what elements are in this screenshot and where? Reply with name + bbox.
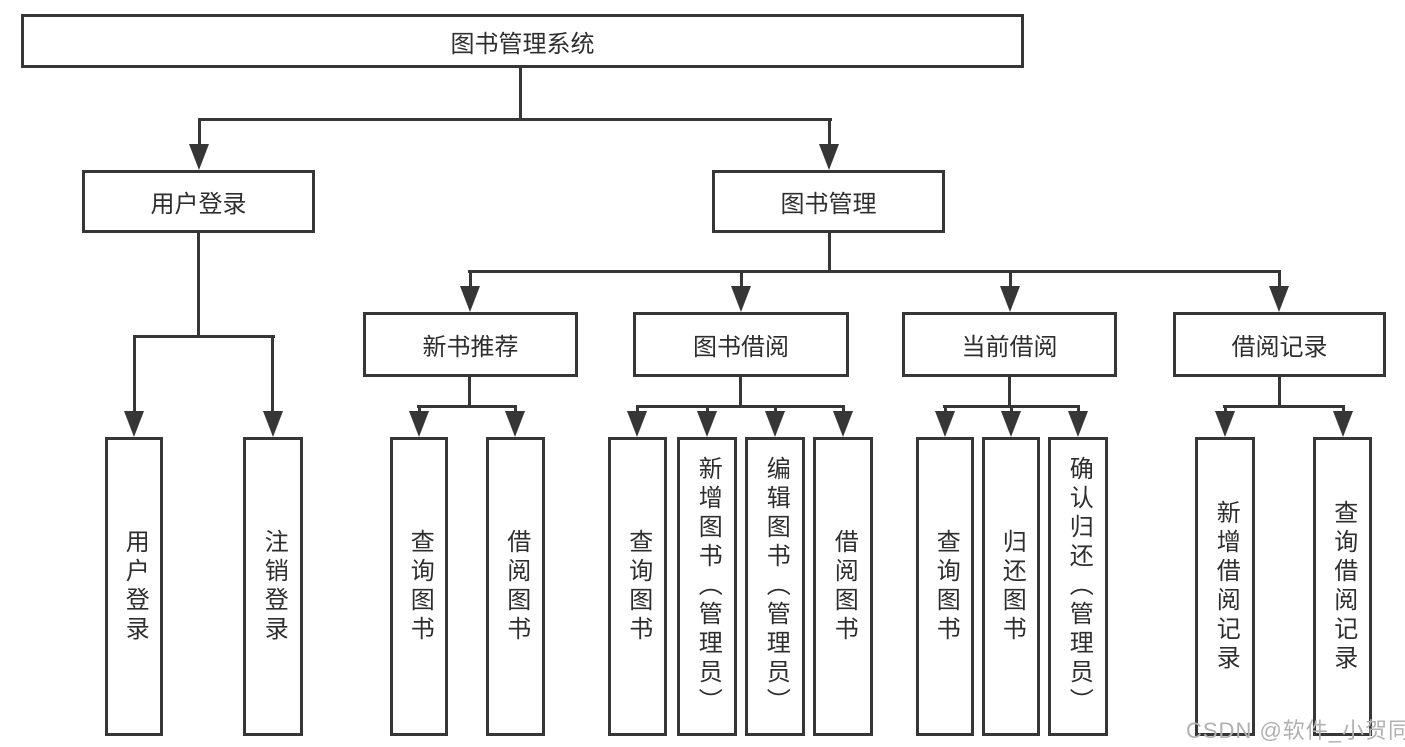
node-root-label: 图书管理系统 bbox=[450, 30, 595, 58]
node-book-borrowing-label: 图书借阅 bbox=[693, 334, 789, 361]
leaf-borrow-edit-books-admin: 编辑图书（管理员） bbox=[745, 437, 805, 736]
leaf-current-query-books: 查询图书 bbox=[916, 437, 974, 736]
connector-line bbox=[417, 405, 517, 408]
node-new-book-recommendation: 新书推荐 bbox=[363, 312, 578, 377]
leaf-borrow-edit-books-admin-label: 编辑图书（管理员） bbox=[762, 456, 790, 717]
connector-line bbox=[197, 233, 200, 338]
connector-line bbox=[468, 270, 1281, 273]
leaf-recommend-borrow-books-label: 借阅图书 bbox=[502, 528, 530, 645]
arrow-down-icon bbox=[409, 411, 429, 437]
arrow-down-icon bbox=[1000, 286, 1020, 312]
arrow-down-icon bbox=[124, 411, 144, 437]
leaf-borrow-borrow-books: 借阅图书 bbox=[813, 437, 873, 736]
leaf-current-confirm-return-admin-label: 确认归还（管理员） bbox=[1065, 456, 1093, 717]
arrow-down-icon bbox=[1333, 411, 1353, 437]
arrow-down-icon bbox=[460, 286, 480, 312]
node-book-borrowing: 图书借阅 bbox=[633, 312, 849, 377]
node-book-management: 图书管理 bbox=[712, 170, 945, 233]
connector-line bbox=[1008, 377, 1011, 407]
leaf-current-confirm-return-admin: 确认归还（管理员） bbox=[1048, 437, 1108, 736]
arrow-down-icon bbox=[189, 144, 209, 170]
node-current-borrowing-label: 当前借阅 bbox=[961, 334, 1058, 361]
connector-line bbox=[133, 335, 136, 417]
node-new-book-recommendation-label: 新书推荐 bbox=[422, 334, 519, 361]
leaf-logout: 注销登录 bbox=[243, 437, 303, 736]
arrow-down-icon bbox=[505, 411, 525, 437]
arrow-down-icon bbox=[1269, 286, 1289, 312]
arrow-down-icon bbox=[833, 411, 853, 437]
node-user-login-label: 用户登录 bbox=[150, 191, 247, 218]
leaf-records-add-record-label: 新增借阅记录 bbox=[1212, 499, 1240, 674]
node-borrowing-records-label: 借阅记录 bbox=[1231, 334, 1328, 361]
leaf-current-query-books-label: 查询图书 bbox=[932, 528, 960, 645]
leaf-records-query-record-label: 查询借阅记录 bbox=[1329, 499, 1357, 674]
csdn-watermark: CSDN @软件_小贺同学 bbox=[1186, 718, 1405, 743]
arrow-down-icon bbox=[819, 144, 839, 170]
node-root: 图书管理系统 bbox=[21, 14, 1024, 68]
connector-line bbox=[740, 270, 743, 292]
arrow-down-icon bbox=[765, 411, 785, 437]
arrow-down-icon bbox=[263, 411, 283, 437]
connector-line bbox=[828, 233, 831, 273]
leaf-recommend-query-books-label: 查询图书 bbox=[406, 528, 434, 645]
leaf-recommend-borrow-books: 借阅图书 bbox=[486, 437, 545, 736]
connector-line bbox=[468, 377, 471, 407]
leaf-borrow-add-books-admin-label: 新增图书（管理员） bbox=[694, 456, 722, 717]
arrow-down-icon bbox=[1068, 411, 1088, 437]
leaf-user-login-label: 用户登录 bbox=[121, 528, 149, 645]
connector-line bbox=[198, 118, 201, 147]
arrow-down-icon bbox=[731, 286, 751, 312]
leaf-logout-label: 注销登录 bbox=[260, 528, 288, 645]
leaf-records-query-record: 查询借阅记录 bbox=[1313, 437, 1372, 736]
leaf-current-return-books: 归还图书 bbox=[982, 437, 1040, 736]
arrow-down-icon bbox=[697, 411, 717, 437]
node-user-login: 用户登录 bbox=[82, 170, 315, 233]
connector-line bbox=[469, 270, 472, 292]
connector-line bbox=[636, 405, 845, 408]
leaf-recommend-query-books: 查询图书 bbox=[390, 437, 448, 736]
leaf-user-login: 用户登录 bbox=[105, 437, 163, 736]
arrow-down-icon bbox=[627, 411, 647, 437]
connector-line bbox=[519, 68, 522, 118]
connector-line bbox=[1278, 270, 1281, 292]
node-borrowing-records: 借阅记录 bbox=[1173, 312, 1386, 377]
node-current-borrowing: 当前借阅 bbox=[902, 312, 1117, 377]
node-book-management-label: 图书管理 bbox=[780, 191, 877, 218]
leaf-borrow-add-books-admin: 新增图书（管理员） bbox=[677, 437, 737, 736]
connector-line bbox=[739, 377, 742, 407]
connector-line bbox=[828, 118, 831, 147]
connector-line bbox=[133, 335, 275, 338]
connector-line bbox=[1223, 405, 1344, 408]
leaf-current-return-books-label: 归还图书 bbox=[998, 528, 1026, 645]
leaf-borrow-query-books: 查询图书 bbox=[608, 437, 667, 736]
connector-line bbox=[1278, 377, 1281, 407]
arrow-down-icon bbox=[935, 411, 955, 437]
connector-line bbox=[1009, 270, 1012, 292]
leaf-borrow-query-books-label: 查询图书 bbox=[624, 528, 652, 645]
leaf-records-add-record: 新增借阅记录 bbox=[1195, 437, 1255, 736]
arrow-down-icon bbox=[1001, 411, 1021, 437]
connector-line bbox=[271, 335, 274, 417]
connector-line bbox=[198, 118, 832, 121]
leaf-borrow-borrow-books-label: 借阅图书 bbox=[830, 528, 858, 645]
arrow-down-icon bbox=[1215, 411, 1235, 437]
